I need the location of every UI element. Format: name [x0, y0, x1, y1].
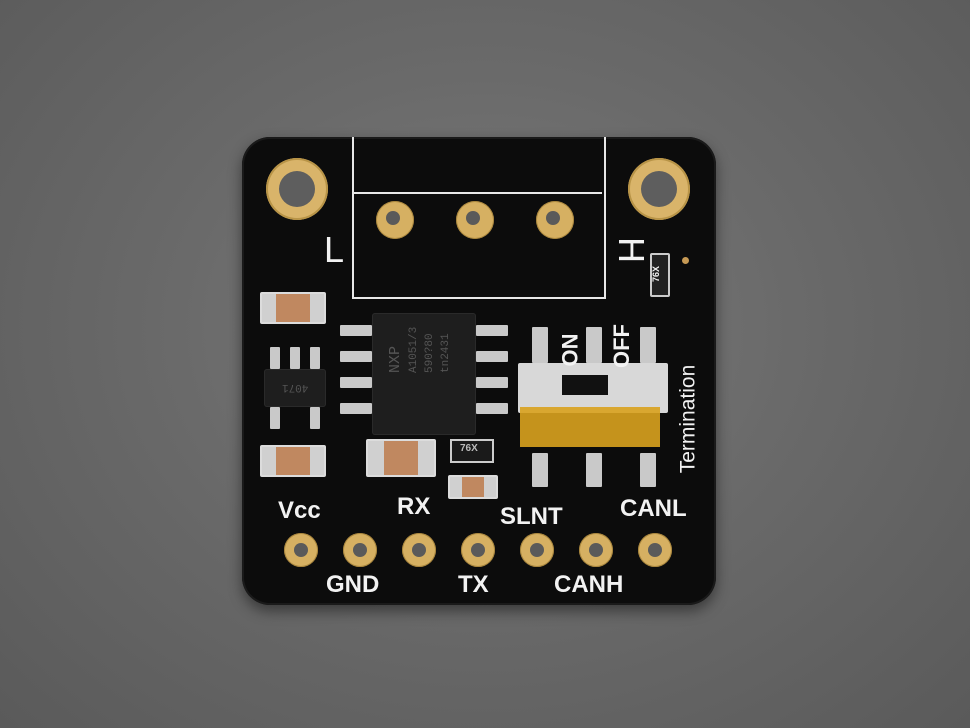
resistor-top-right [650, 253, 670, 297]
pin-label-tx: TX [458, 571, 489, 598]
header-pad-gnd [343, 533, 377, 567]
ic-marking-1: A1051/3 [408, 326, 420, 373]
ic-brand: NXP [387, 345, 404, 373]
pin-label-slnt: SLNT [500, 503, 563, 530]
pin-label-rx: RX [397, 493, 431, 520]
terminal-block-outline [352, 137, 606, 299]
header-pad-rx [402, 533, 436, 567]
terminal-pad-h [536, 201, 574, 239]
kapton-tape [520, 407, 660, 447]
header-pad-tx [461, 533, 495, 567]
capacitor-small [448, 475, 498, 499]
resistor-middle-label: 76X [460, 443, 478, 454]
switch-on-label: ON [557, 333, 583, 367]
capacitor-bottom-left [260, 445, 326, 477]
header-pad-slnt [520, 533, 554, 567]
mounting-hole-left [266, 158, 328, 220]
voltage-regulator [264, 369, 326, 407]
resistor-middle [450, 439, 494, 463]
pin-label-canl: CANL [620, 495, 687, 522]
ic-marking-2: 590?80 [424, 333, 436, 373]
terminal-pad-gnd [456, 201, 494, 239]
header-pad-canl [638, 533, 672, 567]
pin-label-canh: CANH [554, 571, 624, 598]
terminal-pad-l [376, 201, 414, 239]
terminal-label-h: H [611, 237, 652, 263]
pin-label-vcc: Vcc [278, 497, 321, 524]
capacitor-top-left [260, 292, 326, 324]
pin-label-gnd: GND [326, 571, 380, 598]
termination-label: Termination [676, 364, 700, 474]
resistor-label: 76X [651, 265, 662, 283]
terminal-block-divider [352, 192, 602, 194]
terminal-label-l: L [324, 229, 345, 270]
switch-knob[interactable] [562, 375, 608, 395]
header-pad-canh [579, 533, 613, 567]
ic-marking-3: tn2431 [440, 333, 452, 373]
mounting-hole-right [628, 158, 690, 220]
header-pad-vcc [284, 533, 318, 567]
switch-off-label: OFF [609, 324, 634, 368]
regulator-marking: 4071 [282, 381, 309, 393]
fiducial-dot [682, 257, 689, 264]
pcb-board: L H 76X 4071 [242, 137, 716, 605]
can-transceiver-ic [372, 313, 476, 435]
capacitor-bottom-middle [366, 439, 436, 477]
